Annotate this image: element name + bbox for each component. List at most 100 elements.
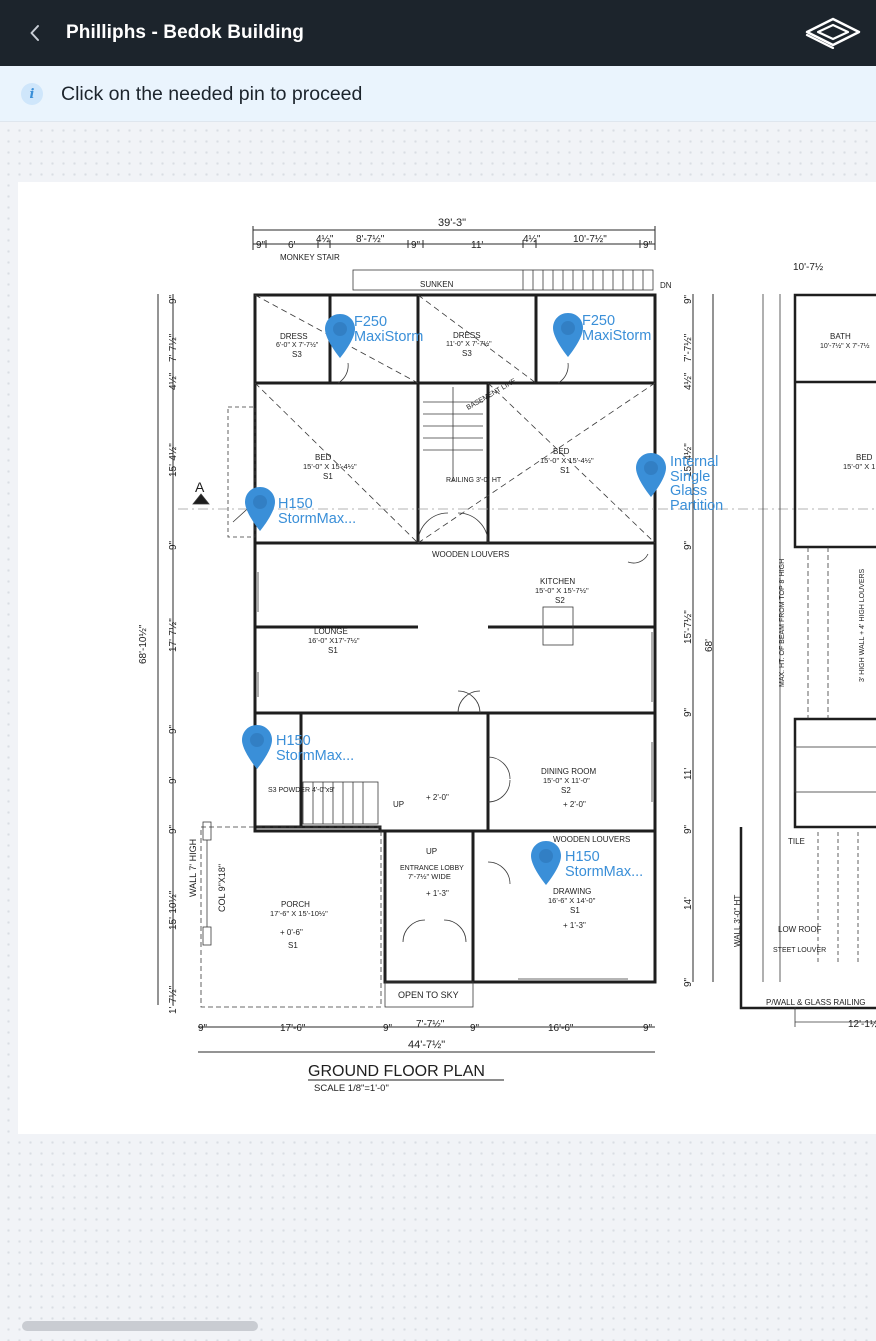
svg-text:15'-0" X 15'-4½": 15'-0" X 15'-4½" <box>303 462 357 471</box>
svg-text:9": 9" <box>683 540 694 550</box>
svg-text:4½": 4½" <box>316 234 334 245</box>
svg-text:9': 9' <box>168 776 179 784</box>
svg-text:UP: UP <box>426 847 437 856</box>
svg-text:TILE: TILE <box>788 837 805 846</box>
svg-text:RAILING 3'-0" HT: RAILING 3'-0" HT <box>446 477 502 484</box>
banner-message: Click on the needed pin to proceed <box>61 83 363 105</box>
horizontal-scrollbar[interactable] <box>22 1321 258 1331</box>
svg-text:OPEN TO SKY: OPEN TO SKY <box>398 990 459 1000</box>
svg-text:+ 0'-6": + 0'-6" <box>280 928 303 937</box>
chevron-left-icon <box>30 25 39 41</box>
floor-plan-sheet[interactable]: 39'-3" 9" 6' 4½" 8'-7½" 9" 11' 4½" 10'-7… <box>18 182 876 1134</box>
svg-text:S3: S3 <box>292 350 302 359</box>
svg-text:S3: S3 <box>462 349 472 358</box>
plan-scale: SCALE 1/8"=1'-0" <box>314 1083 389 1094</box>
back-button[interactable] <box>22 20 48 46</box>
svg-text:17'-6" X 15'-10½": 17'-6" X 15'-10½" <box>270 909 328 918</box>
svg-text:A: A <box>195 479 205 495</box>
svg-text:11': 11' <box>683 768 694 780</box>
map-pin-icon <box>242 725 272 769</box>
layers-logo-icon[interactable] <box>804 17 862 49</box>
svg-text:9": 9" <box>470 1023 480 1034</box>
svg-text:WALL 3'-0" HT: WALL 3'-0" HT <box>733 895 742 947</box>
svg-text:PORCH: PORCH <box>281 900 310 909</box>
pin-label: F250 MaxiStorm <box>354 314 424 345</box>
svg-text:17'-7½": 17'-7½" <box>168 618 179 652</box>
svg-text:UP: UP <box>393 800 404 809</box>
svg-text:15'-0" X 15'-7½": 15'-0" X 15'-7½" <box>535 586 589 595</box>
pin-label: H150 StormMax... <box>278 496 357 527</box>
svg-text:9": 9" <box>411 240 421 251</box>
svg-text:15'-4½": 15'-4½" <box>683 443 694 477</box>
svg-text:4½": 4½" <box>168 372 179 390</box>
svg-text:WOODEN LOUVERS: WOODEN LOUVERS <box>432 550 509 559</box>
svg-text:ENTRANCE LOBBY: ENTRANCE LOBBY <box>400 865 464 872</box>
svg-text:6': 6' <box>288 240 296 251</box>
svg-text:9": 9" <box>643 240 653 251</box>
svg-text:9": 9" <box>383 1023 393 1034</box>
svg-text:SUNKEN: SUNKEN <box>420 280 454 289</box>
svg-text:4½": 4½" <box>523 234 541 245</box>
svg-text:9": 9" <box>168 540 179 550</box>
svg-text:7'-7½": 7'-7½" <box>683 333 694 362</box>
svg-text:S1: S1 <box>560 466 570 475</box>
svg-text:DRESS: DRESS <box>453 331 481 340</box>
svg-text:9": 9" <box>683 294 694 304</box>
page-title: Philliphs - Bedok Building <box>66 22 304 43</box>
map-pin-icon <box>325 314 355 358</box>
svg-text:9": 9" <box>683 977 694 987</box>
svg-text:WALL 7' HIGH: WALL 7' HIGH <box>188 839 198 897</box>
svg-text:+ 2'-0": + 2'-0" <box>426 793 449 802</box>
svg-text:10'-7½: 10'-7½ <box>793 262 824 273</box>
overall-top-dim: 39'-3" <box>438 217 466 229</box>
pin-label: F250 MaxiStorm <box>582 313 652 344</box>
svg-text:+ 1'-3": + 1'-3" <box>426 889 449 898</box>
svg-text:4½": 4½" <box>683 372 694 390</box>
svg-text:DN: DN <box>660 281 672 290</box>
svg-text:10'-7½": 10'-7½" <box>573 234 607 245</box>
svg-text:COL 9"X18": COL 9"X18" <box>217 864 227 912</box>
svg-text:LOW ROOF: LOW ROOF <box>778 925 822 934</box>
svg-text:12'-1½: 12'-1½ <box>848 1019 876 1030</box>
svg-text:1'-7½": 1'-7½" <box>168 985 179 1014</box>
pin-label: Internal Single Glass Partition <box>670 454 724 514</box>
svg-text:BED: BED <box>315 453 332 462</box>
svg-text:9": 9" <box>643 1023 653 1034</box>
svg-text:9": 9" <box>168 824 179 834</box>
svg-text:9": 9" <box>683 707 694 717</box>
svg-text:WOODEN LOUVERS: WOODEN LOUVERS <box>553 835 630 844</box>
svg-text:S1: S1 <box>328 646 338 655</box>
svg-text:6'-0" X 7'-7½": 6'-0" X 7'-7½" <box>276 341 319 349</box>
svg-text:DRAWING: DRAWING <box>553 887 591 896</box>
svg-text:7'-7½": 7'-7½" <box>416 1019 445 1030</box>
svg-text:8'-7½": 8'-7½" <box>356 234 385 245</box>
svg-text:S1: S1 <box>323 472 333 481</box>
info-banner: i Click on the needed pin to proceed <box>0 66 876 122</box>
svg-text:15'-0" X 11'-0": 15'-0" X 11'-0" <box>543 776 590 785</box>
svg-text:MAX. HT. OF BEAM FROM TOP 8' H: MAX. HT. OF BEAM FROM TOP 8' HIGH <box>779 559 786 687</box>
svg-text:KITCHEN: KITCHEN <box>540 577 575 586</box>
svg-text:7'-7½": 7'-7½" <box>168 333 179 362</box>
svg-text:+ 1'-3": + 1'-3" <box>563 921 586 930</box>
svg-text:15'-10½": 15'-10½" <box>168 890 179 930</box>
svg-text:9": 9" <box>683 824 694 834</box>
svg-text:16'-6" X 14'-0": 16'-6" X 14'-0" <box>548 896 596 905</box>
svg-text:17'-6": 17'-6" <box>280 1023 306 1034</box>
svg-text:9": 9" <box>256 240 266 251</box>
pin-label: H150 StormMax... <box>565 849 644 880</box>
svg-text:9": 9" <box>198 1023 208 1034</box>
svg-text:DINING ROOM: DINING ROOM <box>541 767 596 776</box>
svg-text:DRESS: DRESS <box>280 332 308 341</box>
svg-text:BATH: BATH <box>830 332 851 341</box>
map-pin-icon <box>553 313 583 357</box>
map-pin-icon <box>636 453 666 497</box>
app-header: Philliphs - Bedok Building <box>0 0 876 66</box>
svg-text:7'-7½" WIDE: 7'-7½" WIDE <box>408 872 451 881</box>
svg-text:STEET LOUVER: STEET LOUVER <box>773 947 826 954</box>
svg-text:15'-4½": 15'-4½" <box>168 443 179 477</box>
svg-text:MONKEY STAIR: MONKEY STAIR <box>280 253 340 262</box>
svg-text:15'-7½": 15'-7½" <box>683 610 694 644</box>
svg-text:11': 11' <box>471 240 483 251</box>
svg-text:LOUNGE: LOUNGE <box>314 627 348 636</box>
svg-text:15'-0" X 15'-4½": 15'-0" X 15'-4½" <box>540 456 594 465</box>
